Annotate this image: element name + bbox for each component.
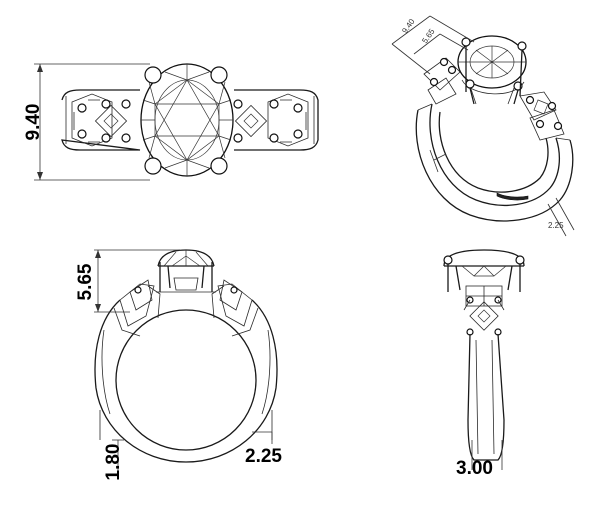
prong-top-right xyxy=(210,66,228,84)
perspective-view: 9.40 5.65 2.25 xyxy=(391,15,575,237)
prong-bottom-left xyxy=(144,157,162,175)
front-view: 5.65 1.80 2.25 xyxy=(75,249,282,481)
dimension-top-view-height: 9.40 xyxy=(23,63,150,181)
perspective-label-2-25: 2.25 xyxy=(548,221,564,230)
dimension-label-1-80: 1.80 xyxy=(103,444,124,481)
perspective-label-5-65: 5.65 xyxy=(420,27,437,45)
prong-top-left xyxy=(144,66,162,84)
dimension-label-2-25: 2.25 xyxy=(245,446,282,467)
side-view-dimensions: 3.00 xyxy=(456,440,503,479)
shank-engraving xyxy=(496,192,529,201)
side-view: 3.00 xyxy=(443,249,525,479)
dimension-label-3-00: 3.00 xyxy=(456,458,493,479)
front-view-head xyxy=(156,249,216,293)
perspective-center-stone xyxy=(457,35,527,105)
center-oval-stone xyxy=(140,63,234,177)
side-view-stones xyxy=(463,285,505,336)
perspective-label-9-40: 9.40 xyxy=(400,17,417,35)
side-stones-left xyxy=(71,93,131,147)
top-view: 9.40 xyxy=(23,63,319,181)
dimension-label-9-40: 9.40 xyxy=(23,104,44,141)
prong-bottom-right xyxy=(210,157,228,175)
front-view-shoulders xyxy=(113,279,259,337)
front-view-dimensions: 5.65 1.80 2.25 xyxy=(75,249,282,481)
dimension-label-5-65: 5.65 xyxy=(75,263,96,300)
side-stones-right xyxy=(233,93,309,147)
perspective-side-stones xyxy=(423,57,565,141)
